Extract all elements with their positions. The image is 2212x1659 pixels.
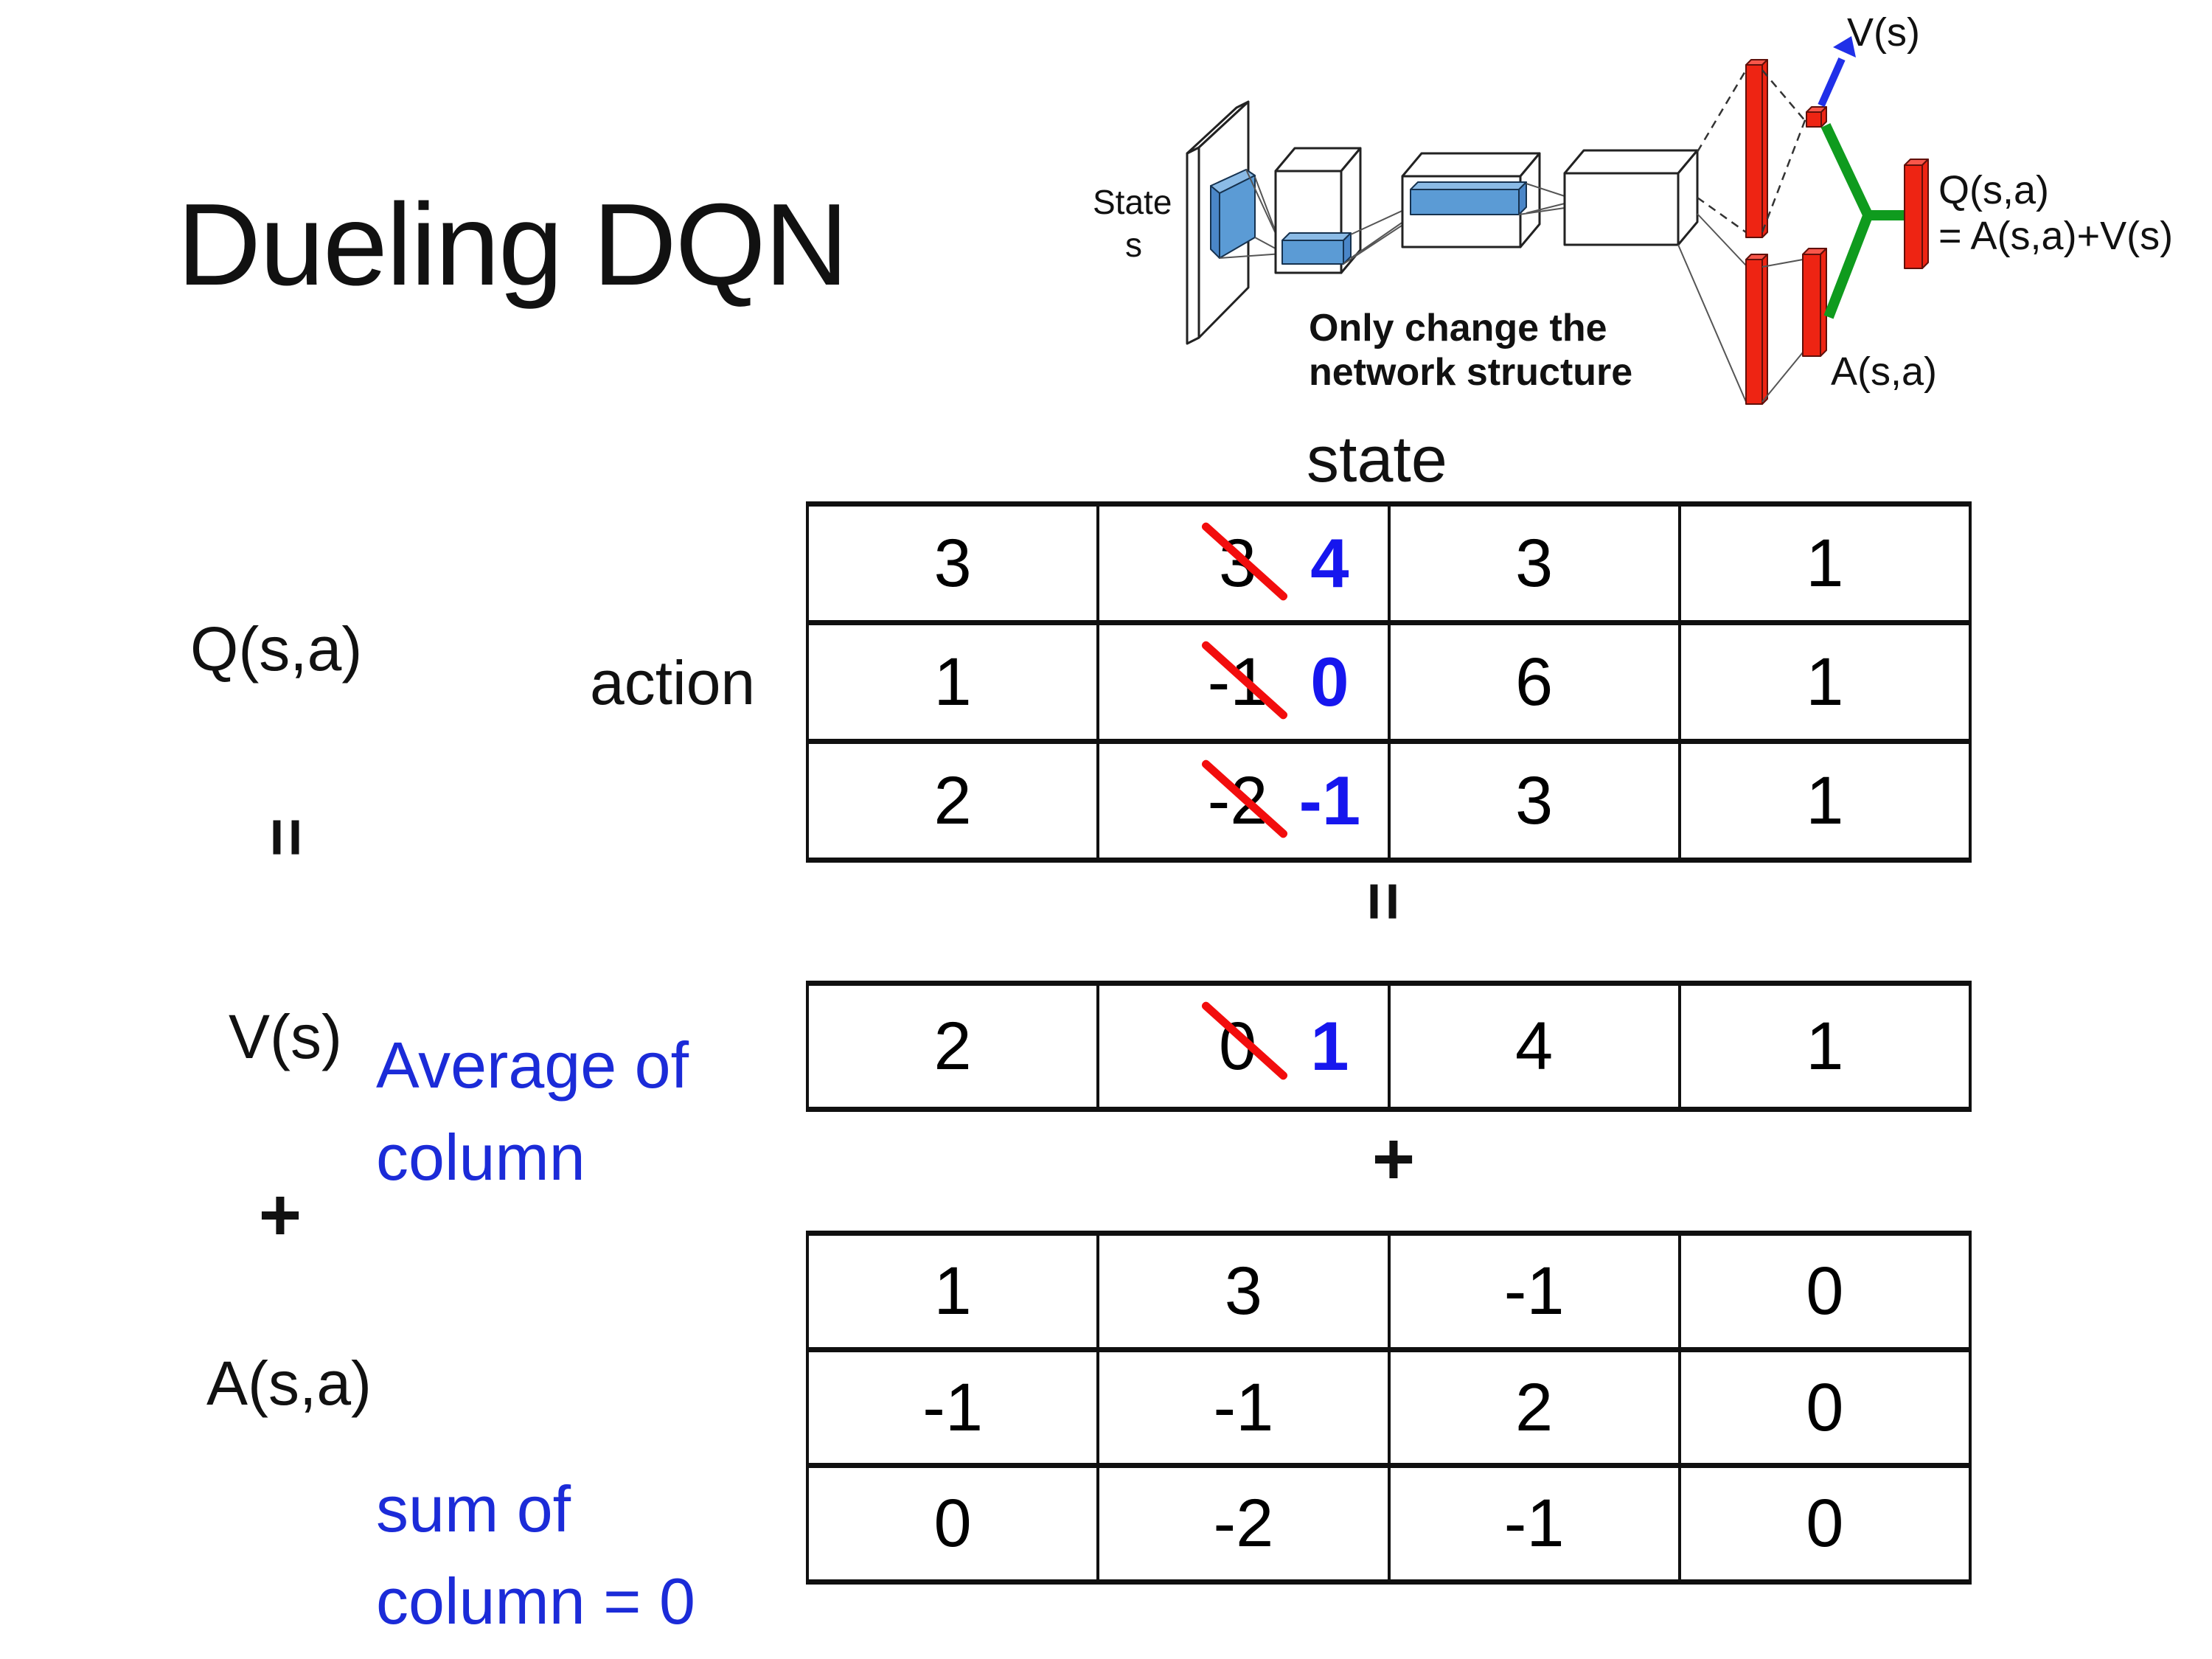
new-value: 4 xyxy=(1310,524,1349,602)
action-axis-label: action xyxy=(590,648,756,717)
table-row: 2 0 1 4 1 xyxy=(809,986,1969,1107)
value-stream-bar xyxy=(1745,59,1768,238)
plus-sign-center: + xyxy=(1371,1117,1416,1200)
a-cell: 0 xyxy=(809,1468,1100,1580)
q-cell: 1 xyxy=(1806,762,1844,838)
a-output-label: A(s,a) xyxy=(1831,349,1937,394)
a-note: sum of column = 0 xyxy=(376,1463,695,1647)
new-value: 1 xyxy=(1310,1007,1349,1085)
q-cell: 1 xyxy=(809,625,1100,739)
q-cell: 1 xyxy=(1806,644,1844,720)
q-output-bar xyxy=(1904,159,1929,269)
table-row: 3 3 4 3 1 xyxy=(809,507,1969,625)
v-table: 2 0 1 4 1 xyxy=(806,981,1972,1112)
v-output-label: V(s) xyxy=(1847,10,1920,55)
a-cell: 0 xyxy=(1806,1253,1844,1329)
q-output-label-line2: = A(s,a)+V(s) xyxy=(1938,214,2173,258)
a-cell: 1 xyxy=(809,1236,1100,1347)
advantage-stream-bar xyxy=(1745,254,1768,405)
feature-bar-icon xyxy=(1281,232,1352,265)
a-cell: -1 xyxy=(1391,1468,1681,1580)
page-title: Dueling DQN xyxy=(177,180,849,310)
v-cell-replaced: 0 1 xyxy=(1099,986,1391,1107)
state-axis-label: state xyxy=(1307,422,1447,495)
note-label-line2: network structure xyxy=(1309,351,1632,394)
v-cell: 2 xyxy=(809,986,1100,1107)
q-cell-replaced: -2 -1 xyxy=(1099,744,1391,858)
q-cell-replaced: 3 4 xyxy=(1099,507,1391,620)
v-cell: 1 xyxy=(1806,1008,1844,1084)
q-matrix-label: Q(s,a) xyxy=(190,614,363,684)
v-scalar-node xyxy=(1806,106,1827,128)
a-cell: -1 xyxy=(1391,1236,1681,1347)
a-cell: 0 xyxy=(1806,1486,1844,1562)
a-cell: -1 xyxy=(1099,1352,1391,1464)
note-label-line1: Only change the xyxy=(1309,307,1607,349)
v-output-arrow xyxy=(1818,36,1856,108)
a-cell: 0 xyxy=(1806,1369,1844,1445)
a-note-line2: column = 0 xyxy=(376,1565,695,1638)
table-row: -1 -1 2 0 xyxy=(809,1352,1969,1469)
feature-bar-icon-2 xyxy=(1410,181,1527,215)
state-input-label-line2: s xyxy=(1125,226,1142,264)
table-row: 1 -1 0 6 1 xyxy=(809,625,1969,744)
a-cell: 3 xyxy=(1099,1236,1391,1347)
a-matrix-label: A(s,a) xyxy=(206,1349,372,1418)
q-cell: 1 xyxy=(1806,525,1844,601)
v-cell: 4 xyxy=(1391,986,1681,1107)
q-cell-replaced: -1 0 xyxy=(1099,625,1391,739)
network-architecture-diagram: State s V(s) Q(s,a) = A(s,a)+V(s) A(s,a)… xyxy=(1093,10,2173,405)
v-note: Average of column xyxy=(376,1019,689,1203)
q-table: 3 3 4 3 1 1 -1 0 6 1 2 -2 -1 xyxy=(806,501,1972,863)
table-row: 1 3 -1 0 xyxy=(809,1236,1969,1352)
state-input-label-line1: State xyxy=(1093,183,1172,221)
a-cell: -2 xyxy=(1099,1468,1391,1580)
equals-sign-center: = xyxy=(1346,881,1422,921)
a-table: 1 3 -1 0 -1 -1 2 0 0 -2 -1 0 xyxy=(806,1231,1972,1585)
a-note-line1: sum of xyxy=(376,1472,571,1545)
q-output-label-line1: Q(s,a) xyxy=(1938,168,2049,212)
new-value: 0 xyxy=(1310,643,1349,720)
fc-layer-box xyxy=(1563,149,1699,246)
conv-patch-icon xyxy=(1210,169,1256,259)
table-row: 0 -2 -1 0 xyxy=(809,1468,1969,1580)
a-cell: -1 xyxy=(809,1352,1100,1464)
q-cell: 3 xyxy=(809,507,1100,620)
v-note-line1: Average of xyxy=(376,1029,689,1102)
q-cell: 2 xyxy=(809,744,1100,858)
equals-sign-left: = xyxy=(248,817,324,857)
q-cell: 6 xyxy=(1391,625,1681,739)
q-cell: 3 xyxy=(1391,744,1681,858)
plus-sign-left: + xyxy=(258,1173,302,1256)
table-row: 2 -2 -1 3 1 xyxy=(809,744,1969,858)
new-value: -1 xyxy=(1298,762,1361,839)
v-note-line2: column xyxy=(376,1121,585,1194)
aggregator-link xyxy=(1820,123,1906,319)
advantage-vector-bar xyxy=(1802,248,1827,357)
v-row-label: V(s) xyxy=(229,1002,342,1071)
q-cell: 3 xyxy=(1391,507,1681,620)
a-cell: 2 xyxy=(1391,1352,1681,1464)
